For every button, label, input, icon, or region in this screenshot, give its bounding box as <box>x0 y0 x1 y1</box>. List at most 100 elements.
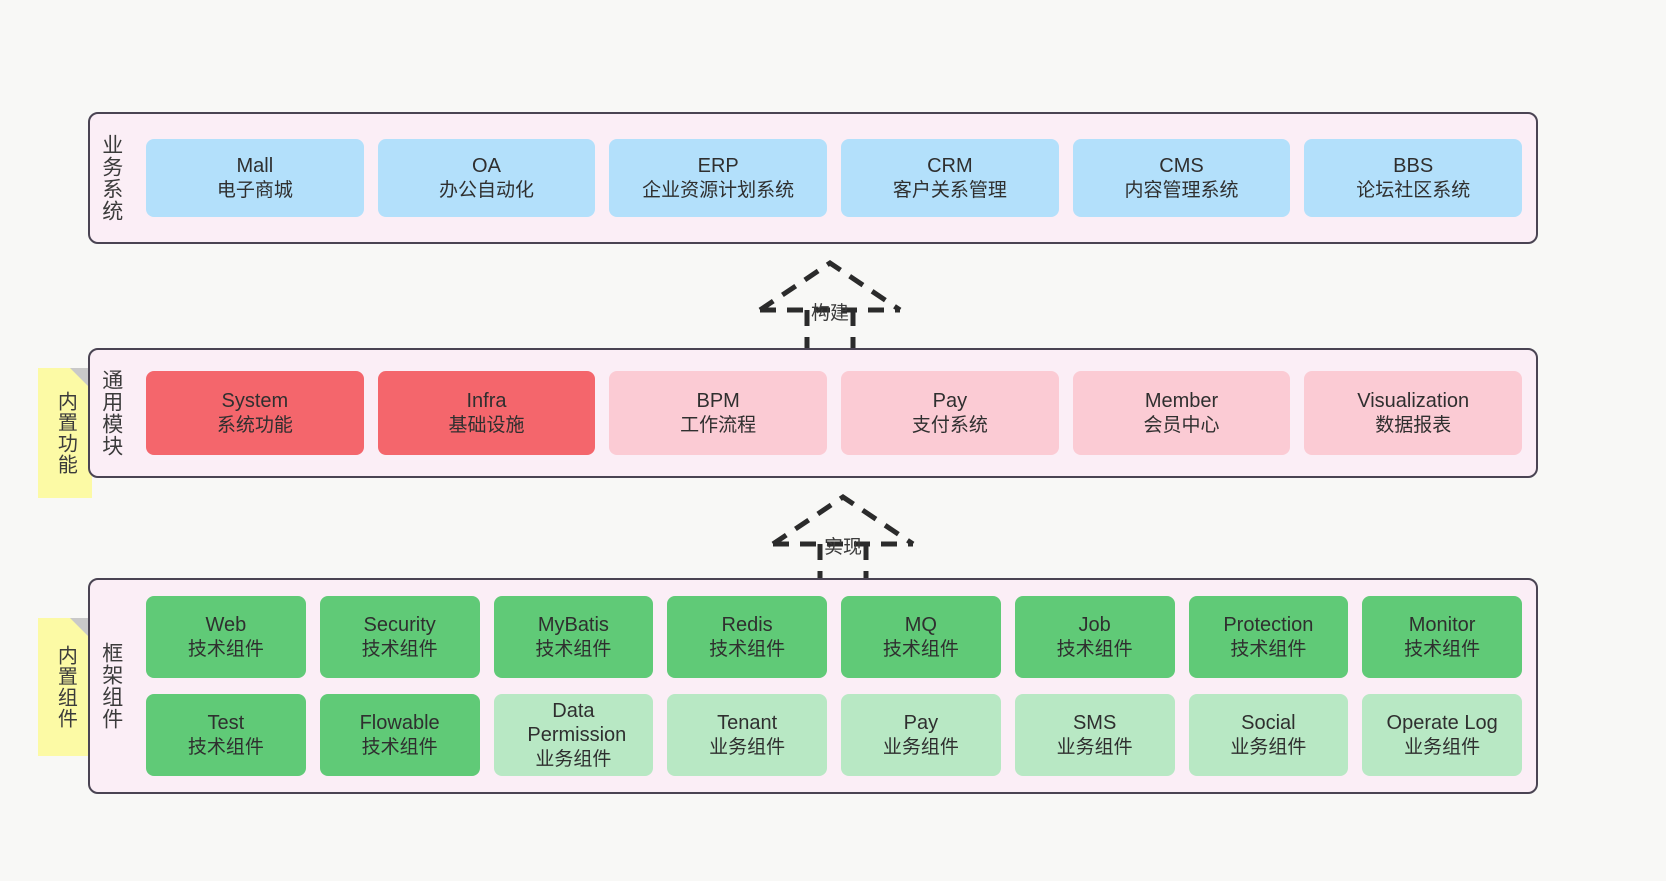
node-member[interactable]: Member 会员中心 <box>1072 371 1291 455</box>
node-flowable-cn: 技术组件 <box>361 736 438 758</box>
note-builtin-function: 内置功能 <box>38 368 92 498</box>
node-oa[interactable]: OA 办公自动化 <box>377 139 596 217</box>
node-infra[interactable]: Infra 基础设施 <box>377 371 596 455</box>
node-data-permission-en: Data Permission <box>527 700 627 747</box>
node-infra-cn: 基础设施 <box>448 414 525 436</box>
node-mq[interactable]: MQ 技术组件 <box>841 596 1001 678</box>
connector-implement-label: 实现 <box>823 537 863 558</box>
node-oa-en: OA <box>472 155 501 178</box>
node-test-cn: 技术组件 <box>187 736 264 758</box>
node-data-permission[interactable]: Data Permission 业务组件 <box>493 694 654 776</box>
node-mall-cn: 电子商城 <box>216 179 293 201</box>
node-visualization-en: Visualization <box>1357 390 1470 413</box>
node-system-en: System <box>221 390 289 413</box>
node-bbs-en: BBS <box>1393 155 1434 178</box>
node-pay-module[interactable]: Pay 支付系统 <box>841 371 1059 455</box>
node-erp[interactable]: ERP 企业资源计划系统 <box>609 139 828 217</box>
node-social-cn: 业务组件 <box>1230 736 1307 758</box>
node-redis-cn: 技术组件 <box>709 638 786 660</box>
node-job-en: Job <box>1078 614 1111 637</box>
node-protection-cn: 技术组件 <box>1230 638 1307 660</box>
node-social-en: Social <box>1241 712 1296 735</box>
node-pay-component[interactable]: Pay 业务组件 <box>841 694 1001 776</box>
node-mybatis-en: MyBatis <box>537 614 609 637</box>
node-protection-en: Protection <box>1223 614 1314 637</box>
node-flowable[interactable]: Flowable 技术组件 <box>319 694 480 776</box>
layer-framework-component: 框架组件 Web 技术组件 Security 技术组件 MyBatis 技术组件… <box>88 578 1538 794</box>
node-bpm[interactable]: BPM 工作流程 <box>609 371 828 455</box>
layer-title-framework-component: 框架组件 <box>99 642 123 730</box>
layer-body-framework-component: Web 技术组件 Security 技术组件 MyBatis 技术组件 Redi… <box>132 580 1536 792</box>
node-operate-log-cn: 业务组件 <box>1404 736 1481 758</box>
layer-body-business-system: Mall 电子商城 OA 办公自动化 ERP 企业资源计划系统 CRM 客户关系… <box>132 114 1536 242</box>
node-security[interactable]: Security 技术组件 <box>319 596 480 678</box>
node-erp-en: ERP <box>697 155 739 178</box>
node-member-cn: 会员中心 <box>1143 414 1220 436</box>
node-crm[interactable]: CRM 客户关系管理 <box>841 139 1059 217</box>
node-test-en: Test <box>207 712 245 735</box>
node-monitor-en: Monitor <box>1408 614 1476 637</box>
node-crm-cn: 客户关系管理 <box>892 179 1007 201</box>
layer-business-system: 业务系统 Mall 电子商城 OA 办公自动化 ERP 企业资源计划系统 CRM… <box>88 112 1538 244</box>
node-pay-component-cn: 业务组件 <box>882 736 959 758</box>
layer-title-common-module: 通用模块 <box>99 369 123 457</box>
node-mybatis-cn: 技术组件 <box>535 638 612 660</box>
node-security-en: Security <box>363 614 436 637</box>
note-fold-corner-icon <box>70 618 92 640</box>
node-system-cn: 系统功能 <box>216 414 293 436</box>
note-builtin-component: 内置组件 <box>38 618 92 756</box>
node-tenant[interactable]: Tenant 业务组件 <box>667 694 827 776</box>
node-redis-en: Redis <box>721 614 773 637</box>
node-infra-en: Infra <box>466 390 507 413</box>
node-visualization[interactable]: Visualization 数据报表 <box>1304 371 1523 455</box>
node-sms-cn: 业务组件 <box>1056 736 1133 758</box>
connector-build-label: 构建 <box>810 303 850 324</box>
node-sms[interactable]: SMS 业务组件 <box>1014 694 1175 776</box>
node-test[interactable]: Test 技术组件 <box>146 694 306 776</box>
node-operate-log-en: Operate Log <box>1386 712 1498 735</box>
node-web-en: Web <box>205 614 247 637</box>
node-bpm-cn: 工作流程 <box>680 414 757 436</box>
node-bbs-cn: 论坛社区系统 <box>1356 179 1471 201</box>
node-mybatis[interactable]: MyBatis 技术组件 <box>493 596 654 678</box>
node-oa-cn: 办公自动化 <box>439 179 535 201</box>
node-operate-log[interactable]: Operate Log 业务组件 <box>1362 694 1522 776</box>
node-tenant-en: Tenant <box>717 712 778 735</box>
node-job[interactable]: Job 技术组件 <box>1014 596 1175 678</box>
node-pay-component-en: Pay <box>903 712 939 735</box>
node-system[interactable]: System 系统功能 <box>146 371 364 455</box>
node-monitor-cn: 技术组件 <box>1404 638 1481 660</box>
node-mq-cn: 技术组件 <box>882 638 959 660</box>
node-protection[interactable]: Protection 技术组件 <box>1188 596 1349 678</box>
connector-implement: 实现 <box>768 492 918 592</box>
node-mall-en: Mall <box>236 155 274 178</box>
node-bpm-en: BPM <box>696 390 740 413</box>
node-member-en: Member <box>1144 390 1219 413</box>
node-visualization-cn: 数据报表 <box>1375 414 1452 436</box>
node-mall[interactable]: Mall 电子商城 <box>146 139 364 217</box>
node-cms[interactable]: CMS 内容管理系统 <box>1072 139 1291 217</box>
node-web[interactable]: Web 技术组件 <box>146 596 306 678</box>
node-redis[interactable]: Redis 技术组件 <box>667 596 827 678</box>
node-job-cn: 技术组件 <box>1056 638 1133 660</box>
note-builtin-function-label: 内置功能 <box>54 391 77 475</box>
node-bbs[interactable]: BBS 论坛社区系统 <box>1304 139 1523 217</box>
node-social[interactable]: Social 业务组件 <box>1188 694 1349 776</box>
node-cms-cn: 内容管理系统 <box>1124 179 1239 201</box>
node-monitor[interactable]: Monitor 技术组件 <box>1362 596 1522 678</box>
layer-body-common-module: System 系统功能 Infra 基础设施 BPM 工作流程 Pay 支付系统… <box>132 350 1536 476</box>
node-data-permission-cn: 业务组件 <box>535 748 612 770</box>
node-crm-en: CRM <box>927 155 973 178</box>
framework-row-business: Test 技术组件 Flowable 技术组件 Data Permission … <box>146 694 1522 776</box>
node-pay-module-en: Pay <box>932 390 968 413</box>
node-erp-cn: 企业资源计划系统 <box>642 179 795 201</box>
layer-title-business-system: 业务系统 <box>99 134 123 222</box>
node-security-cn: 技术组件 <box>361 638 438 660</box>
node-sms-en: SMS <box>1072 712 1117 735</box>
node-tenant-cn: 业务组件 <box>709 736 786 758</box>
node-flowable-en: Flowable <box>359 712 440 735</box>
node-pay-module-cn: 支付系统 <box>911 414 988 436</box>
note-fold-corner-icon <box>70 368 92 390</box>
framework-row-technical: Web 技术组件 Security 技术组件 MyBatis 技术组件 Redi… <box>146 596 1522 678</box>
